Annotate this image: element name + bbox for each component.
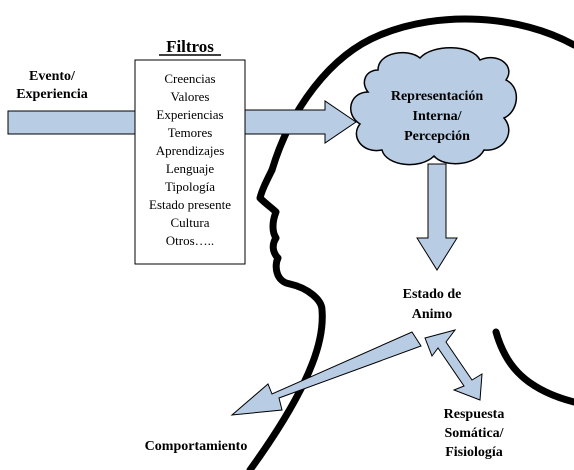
- filter-item: Tipología: [165, 179, 215, 194]
- perception-label-line3: Percepción: [404, 129, 470, 144]
- filters-list: Creencias Valores Experiencias Temores A…: [149, 71, 231, 248]
- face-profile: [246, 166, 326, 470]
- perception-label-line1: Representación: [391, 89, 483, 104]
- perception-to-mood-arrow: [416, 163, 458, 271]
- mood-label-line2: Animo: [412, 307, 452, 322]
- response-label-line3: Fisiología: [445, 445, 503, 460]
- response-label-line2: Somática/: [444, 426, 504, 441]
- filter-item: Valores: [171, 89, 210, 104]
- filter-to-perception-arrow: [244, 100, 357, 144]
- filter-item: Experiencias: [156, 107, 223, 122]
- event-label-line1: Evento/: [29, 69, 76, 84]
- behavior-label: Comportamiento: [145, 439, 248, 454]
- filter-item: Cultura: [171, 215, 210, 230]
- filter-item: Creencias: [164, 71, 215, 86]
- event-arrow: [7, 110, 136, 135]
- mood-to-behavior-arrow: [230, 331, 422, 416]
- mood-response-double-arrow: [424, 329, 483, 401]
- response-label-line1: Respuesta: [444, 407, 505, 422]
- perception-label-line2: Interna/: [413, 109, 463, 124]
- neck-back-line: [492, 328, 574, 406]
- mood-label-line1: Estado de: [403, 287, 462, 302]
- filters-title: Filtros: [166, 37, 214, 56]
- filter-item: Aprendizajes: [156, 143, 225, 158]
- filters-box: [134, 59, 246, 265]
- filter-item: Temores: [168, 125, 213, 140]
- perception-cloud: [350, 47, 517, 166]
- event-label-line2: Experiencia: [16, 87, 88, 102]
- filter-item: Lenguaje: [166, 161, 215, 176]
- filter-item: Otros…..: [166, 233, 214, 248]
- filter-item: Estado presente: [149, 197, 231, 212]
